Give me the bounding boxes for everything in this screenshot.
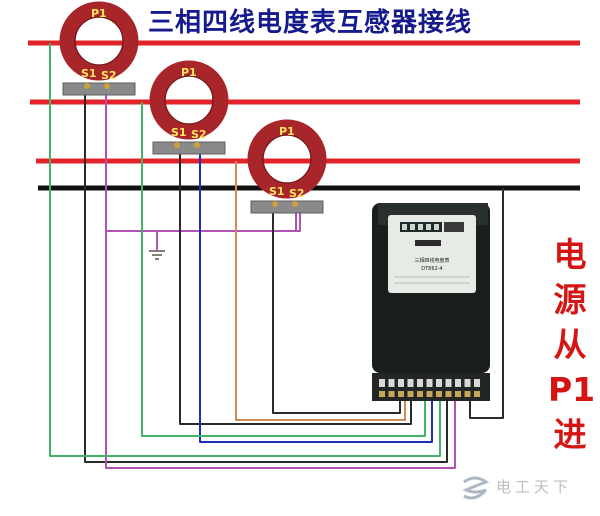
wire-common-s2 xyxy=(105,231,456,469)
meter-plate-line-1: 三相四线电度表 xyxy=(414,257,449,264)
ct-s2-label: S2 xyxy=(191,128,207,141)
ct-terminal-s2 xyxy=(292,201,298,207)
ct-terminal-s1 xyxy=(84,83,90,89)
note-line-3: 从 xyxy=(553,325,587,364)
meter-terminal-block xyxy=(379,379,480,397)
watermark: 电工天下 xyxy=(452,470,592,510)
ground-symbol-icon xyxy=(149,250,165,260)
meter-plate-line-2: DT862-4 xyxy=(421,266,442,272)
wire-ct3-s1 xyxy=(272,212,401,414)
meter-terminal-screw xyxy=(388,379,395,387)
meter-terminal-pin xyxy=(455,391,461,397)
note-line-1: 电 xyxy=(553,235,587,274)
note-line-2: 源 xyxy=(553,280,587,319)
wire-ct1-s2 xyxy=(105,84,301,232)
ct-p1-label: P1 xyxy=(181,66,197,79)
watermark-logo-icon xyxy=(462,476,490,500)
meter-terminal-screw xyxy=(455,379,461,387)
ct-ring xyxy=(247,119,327,199)
ct-terminal-s1 xyxy=(272,201,278,207)
ct-ring xyxy=(149,60,229,140)
diagram-title: 三相四线电度表互感器接线 xyxy=(148,8,473,38)
ct-mounting-bracket xyxy=(152,141,226,155)
watermark-text: 电工天下 xyxy=(496,478,573,496)
wire-phase-c-volt xyxy=(235,161,406,421)
meter-terminal-pin xyxy=(379,391,385,397)
meter-terminal-pin xyxy=(426,391,433,397)
ct-s2-label: S2 xyxy=(101,69,117,82)
ct-p1-label: P1 xyxy=(91,7,107,20)
ct-terminal-s2 xyxy=(194,142,200,148)
ct-terminal-s2 xyxy=(104,83,110,89)
meter-terminal-screw xyxy=(436,379,442,387)
ct-ring xyxy=(59,1,139,81)
wire-phase-b-volt xyxy=(141,102,426,437)
meter-terminal-pin xyxy=(417,391,423,397)
wire-neutral xyxy=(469,188,504,419)
ct-s2-label: S2 xyxy=(289,187,305,200)
wire-ct2-s2 xyxy=(199,142,433,443)
ct-ring-inner-edge xyxy=(262,134,312,184)
meter-terminal-screw xyxy=(464,379,471,387)
ct-mounting-bracket xyxy=(250,200,324,214)
meter-terminal-pin xyxy=(436,391,442,397)
wire-ct2-s1 xyxy=(179,142,412,425)
meter-terminal-screw xyxy=(474,379,480,387)
meter-terminal-pin xyxy=(388,391,395,397)
meter-terminal-screw xyxy=(379,379,385,387)
meter-terminal-pin xyxy=(464,391,471,397)
note-line-5: 进 xyxy=(553,415,587,454)
ct-terminal-s1 xyxy=(174,142,180,148)
meter-terminal-screw xyxy=(445,379,452,387)
note-line-4: P1 xyxy=(548,370,596,409)
ct-ring-inner-edge xyxy=(74,16,124,66)
wire-phase-a-volt xyxy=(49,43,441,457)
power-entry-note: 电 源 从 P1 进 xyxy=(548,232,596,457)
ct-p1-label: P1 xyxy=(279,125,295,138)
ct-ring-inner-edge xyxy=(164,75,214,125)
secondary-wires xyxy=(49,43,504,469)
energy-meter: 三相四线电度表 DT862-4 xyxy=(372,203,490,401)
meter-terminal-screw xyxy=(426,379,433,387)
ct-mounting-bracket xyxy=(62,82,136,96)
ct-s1-label: S1 xyxy=(171,126,187,139)
meter-terminal-screw xyxy=(407,379,414,387)
ct-s1-label: S1 xyxy=(81,67,97,80)
meter-faceplate xyxy=(388,215,476,293)
meter-terminal-pin xyxy=(407,391,414,397)
meter-terminal-screw xyxy=(417,379,423,387)
meter-terminal-pin xyxy=(445,391,452,397)
wire-ct1-s1 xyxy=(84,84,448,463)
meter-terminal-pin xyxy=(474,391,480,397)
ct-s1-label: S1 xyxy=(269,185,285,198)
meter-terminal-pin xyxy=(398,391,404,397)
meter-terminal-screw xyxy=(398,379,404,387)
